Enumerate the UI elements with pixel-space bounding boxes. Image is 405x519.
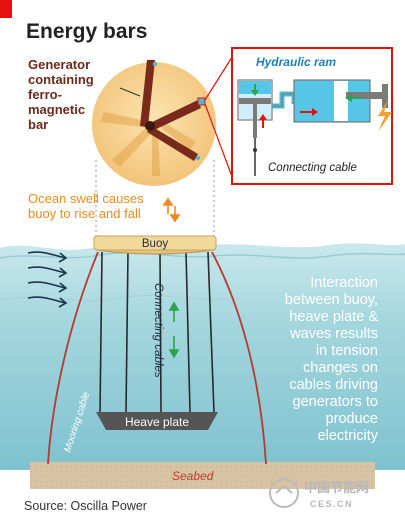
heave-plate xyxy=(96,412,218,430)
buoy xyxy=(93,235,217,255)
svg-text:produce: produce xyxy=(326,411,378,427)
svg-text:ferro-: ferro- xyxy=(28,87,62,102)
mooring-cables xyxy=(47,251,267,465)
svg-text:electricity: electricity xyxy=(318,428,379,444)
generator-label: Generator containing ferro- magnetic bar xyxy=(28,57,94,132)
svg-text:between buoy,: between buoy, xyxy=(285,292,378,308)
buoy-label: Buoy xyxy=(142,238,168,250)
buoy-interior-magnified xyxy=(92,60,216,186)
ocean-swell-label: Ocean swell causes buoy to rise and fall xyxy=(28,191,144,221)
svg-text:waves results: waves results xyxy=(289,326,378,342)
rise-fall-arrows-icon xyxy=(162,197,181,223)
svg-text:buoy to rise and fall: buoy to rise and fall xyxy=(28,206,141,221)
svg-text:generators to: generators to xyxy=(293,394,378,410)
svg-text:Generator: Generator xyxy=(28,57,90,72)
interaction-explanation: Interaction between buoy, heave plate & … xyxy=(285,275,379,444)
connecting-cables xyxy=(99,251,215,413)
watermark: 中国节能网 CES.CN xyxy=(269,478,369,509)
inset-connector xyxy=(204,53,235,183)
svg-text:cables driving: cables driving xyxy=(289,377,378,393)
svg-text:magnetic: magnetic xyxy=(28,102,85,117)
svg-text:containing: containing xyxy=(28,72,94,87)
connecting-cable-inset-label: Connecting cable xyxy=(268,162,357,174)
seabed-label: Seabed xyxy=(172,469,214,483)
watermark-subtext: CES.CN xyxy=(310,499,353,509)
svg-text:changes on: changes on xyxy=(303,360,378,376)
red-corner-tag xyxy=(0,0,12,18)
source-note: Source: Oscilla Power xyxy=(24,499,147,513)
svg-text:heave plate &: heave plate & xyxy=(289,309,378,325)
hydraulic-ram-label: Hydraulic ram xyxy=(256,55,336,69)
heave-plate-label: Heave plate xyxy=(125,415,189,429)
svg-text:in tension: in tension xyxy=(316,343,378,359)
watermark-text: 中国节能网 xyxy=(304,480,369,495)
svg-text:Interaction: Interaction xyxy=(310,275,378,291)
tension-arrows xyxy=(168,301,180,359)
svg-text:Ocean swell causes: Ocean swell causes xyxy=(28,191,144,206)
generator-leader-line xyxy=(119,87,141,97)
connecting-cables-label: Connecting cables xyxy=(152,283,164,378)
hydraulic-ram-inset xyxy=(231,47,393,185)
wave-flow-arrows xyxy=(27,251,68,308)
title: Energy bars xyxy=(26,20,147,43)
seabed xyxy=(30,462,375,489)
svg-text:bar: bar xyxy=(28,117,48,132)
